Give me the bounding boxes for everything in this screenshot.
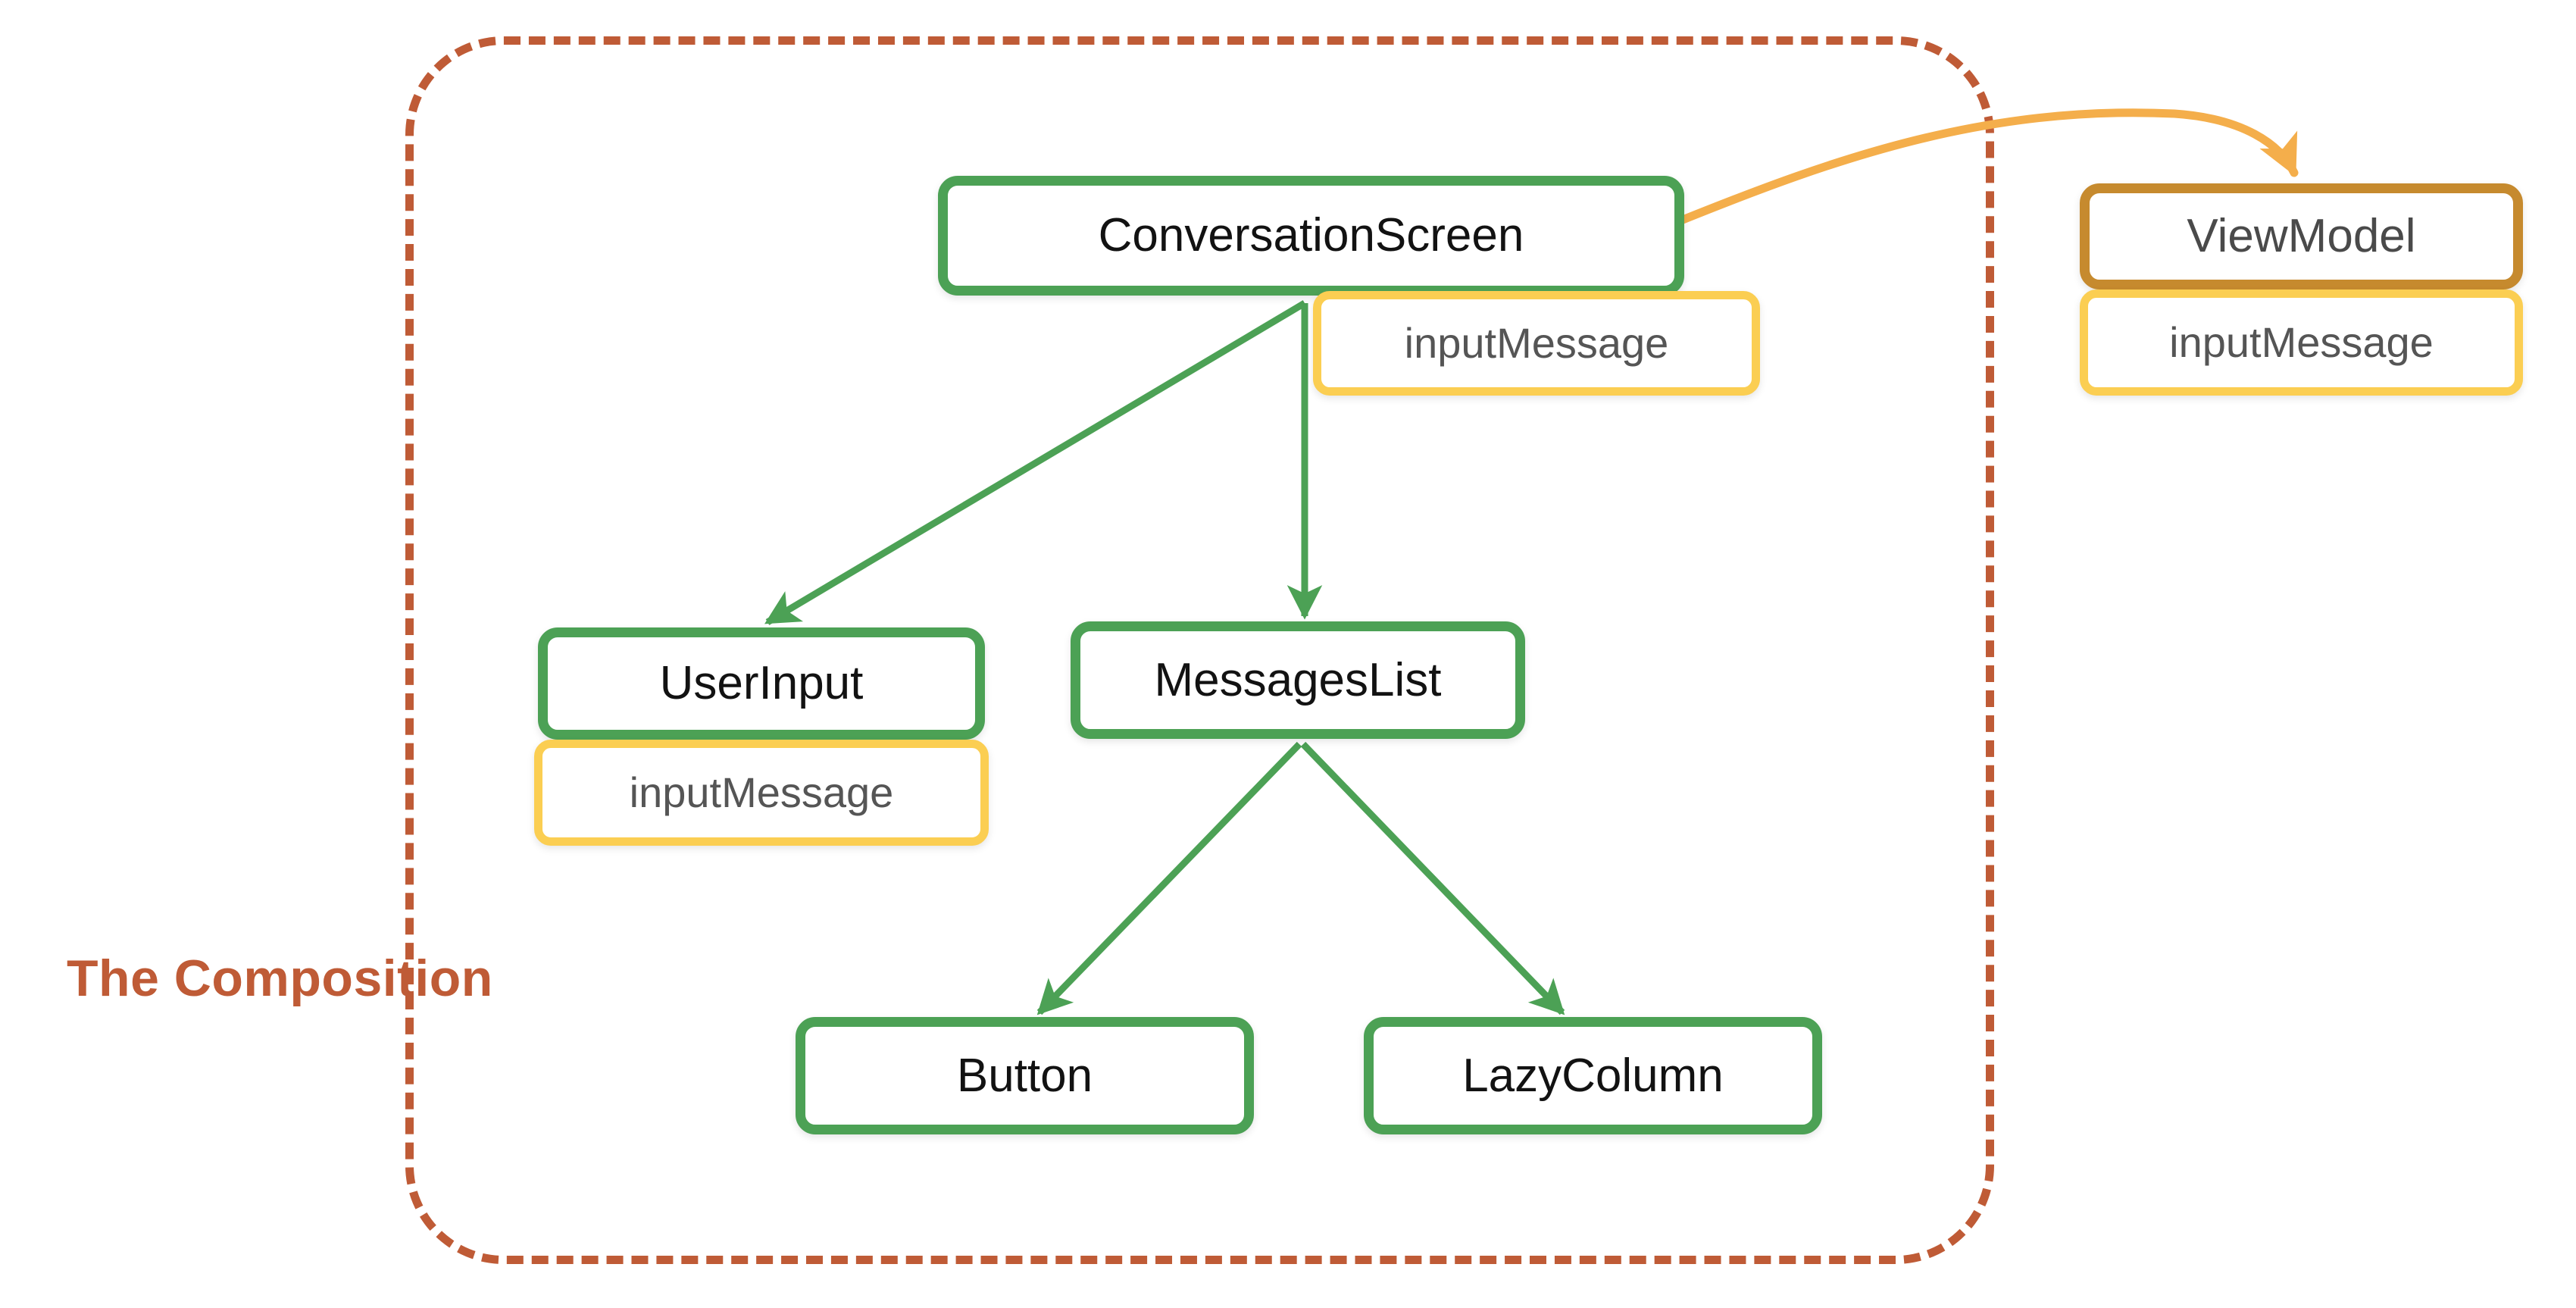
node-viewmodel[interactable]: ViewModel — [2080, 183, 2523, 289]
state-chip-label: inputMessage — [2169, 318, 2434, 366]
state-chip-user-input-input-message[interactable]: inputMessage — [534, 740, 989, 846]
node-label: ViewModel — [2187, 210, 2416, 262]
edge-messages-list-to-lazy-column — [1300, 741, 1565, 1015]
node-label: MessagesList — [1154, 653, 1442, 706]
node-messages-list[interactable]: MessagesList — [1071, 621, 1525, 739]
edge-messages-list-to-button — [1036, 741, 1302, 1015]
state-chip-conversation-screen-input-message[interactable]: inputMessage — [1313, 291, 1760, 396]
node-label: ConversationScreen — [1098, 209, 1524, 261]
node-button[interactable]: Button — [796, 1017, 1254, 1134]
node-user-input[interactable]: UserInput — [538, 627, 985, 740]
node-label: Button — [956, 1049, 1093, 1102]
state-chip-label: inputMessage — [1404, 319, 1669, 367]
composition-boundary-label: The Composition — [67, 950, 493, 1007]
node-conversation-screen[interactable]: ConversationScreen — [938, 176, 1684, 296]
state-chip-label: inputMessage — [629, 768, 894, 816]
node-label: LazyColumn — [1462, 1049, 1724, 1102]
node-label: UserInput — [659, 657, 864, 709]
node-lazy-column[interactable]: LazyColumn — [1364, 1017, 1822, 1134]
state-chip-viewmodel-input-message[interactable]: inputMessage — [2080, 289, 2523, 396]
edge-conversation-screen-to-user-input — [764, 300, 1307, 625]
